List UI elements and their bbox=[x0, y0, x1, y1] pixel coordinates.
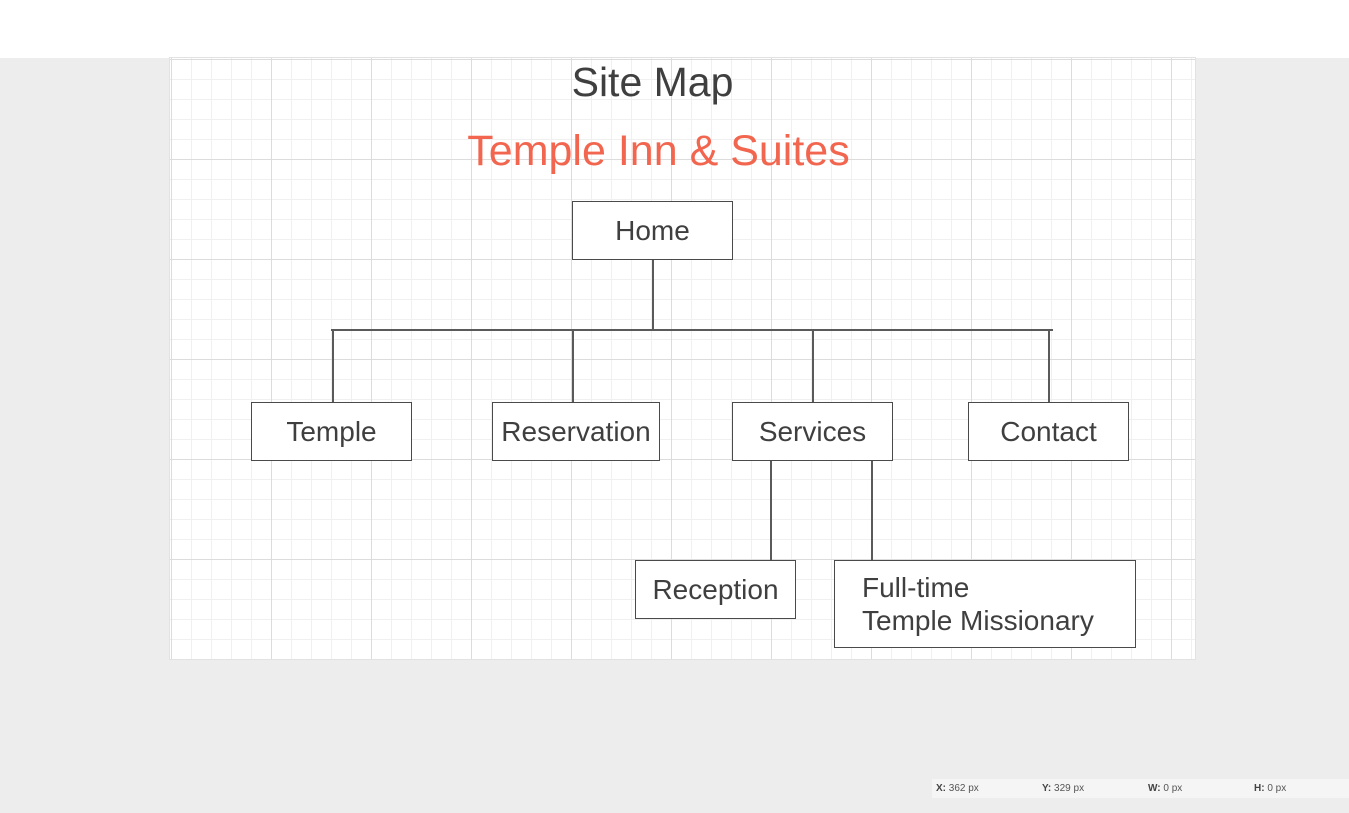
connector-home-down[interactable] bbox=[652, 259, 654, 331]
connector-reception[interactable] bbox=[770, 460, 772, 560]
connector-missionary[interactable] bbox=[871, 460, 873, 560]
status-y-label: Y: bbox=[1042, 783, 1052, 794]
node-services-label: Services bbox=[758, 415, 867, 447]
status-h-value: 0 px bbox=[1267, 783, 1287, 794]
node-temple-label: Temple bbox=[286, 415, 377, 447]
node-services[interactable]: Services bbox=[732, 402, 893, 461]
status-w-label: W: bbox=[1148, 783, 1161, 794]
connector-horizontal-bus[interactable] bbox=[331, 329, 1053, 331]
node-reservation-label: Reservation bbox=[501, 415, 651, 447]
status-w-value: 0 px bbox=[1163, 783, 1183, 794]
status-x-value: 362 px bbox=[948, 783, 979, 794]
diagram-subtitle[interactable]: Temple Inn & Suites bbox=[467, 127, 850, 175]
status-h: H: 0 px bbox=[1254, 783, 1286, 794]
node-home[interactable]: Home bbox=[572, 201, 733, 260]
node-reservation[interactable]: Reservation bbox=[492, 402, 660, 461]
connector-temple[interactable] bbox=[332, 330, 334, 402]
connector-contact[interactable] bbox=[1048, 330, 1050, 402]
node-temple[interactable]: Temple bbox=[251, 402, 412, 461]
node-full-time-missionary[interactable]: Full-time Temple Missionary bbox=[834, 560, 1136, 648]
status-w: W: 0 px bbox=[1148, 783, 1182, 794]
status-x: X: 362 px bbox=[936, 783, 979, 794]
node-home-label: Home bbox=[615, 214, 690, 246]
diagram-title[interactable]: Site Map bbox=[571, 59, 734, 105]
status-x-label: X: bbox=[936, 783, 946, 794]
status-y: Y: 329 px bbox=[1042, 783, 1084, 794]
status-y-value: 329 px bbox=[1054, 783, 1085, 794]
connector-reservation[interactable] bbox=[572, 330, 574, 402]
connector-services[interactable] bbox=[812, 330, 814, 402]
node-missionary-line2: Temple Missionary bbox=[862, 605, 1094, 636]
status-h-label: H: bbox=[1254, 783, 1265, 794]
node-missionary-line1: Full-time bbox=[862, 572, 970, 603]
node-contact-label: Contact bbox=[1000, 415, 1097, 447]
diagram-canvas[interactable]: Site Map Temple Inn & Suites Home Temple… bbox=[170, 58, 1195, 659]
node-reception[interactable]: Reception bbox=[635, 560, 796, 619]
node-reception-label: Reception bbox=[652, 573, 779, 605]
status-bar: X: 362 px Y: 329 px W: 0 px H: 0 px bbox=[932, 779, 1349, 798]
top-toolbar-area bbox=[0, 0, 1349, 58]
node-contact[interactable]: Contact bbox=[968, 402, 1129, 461]
